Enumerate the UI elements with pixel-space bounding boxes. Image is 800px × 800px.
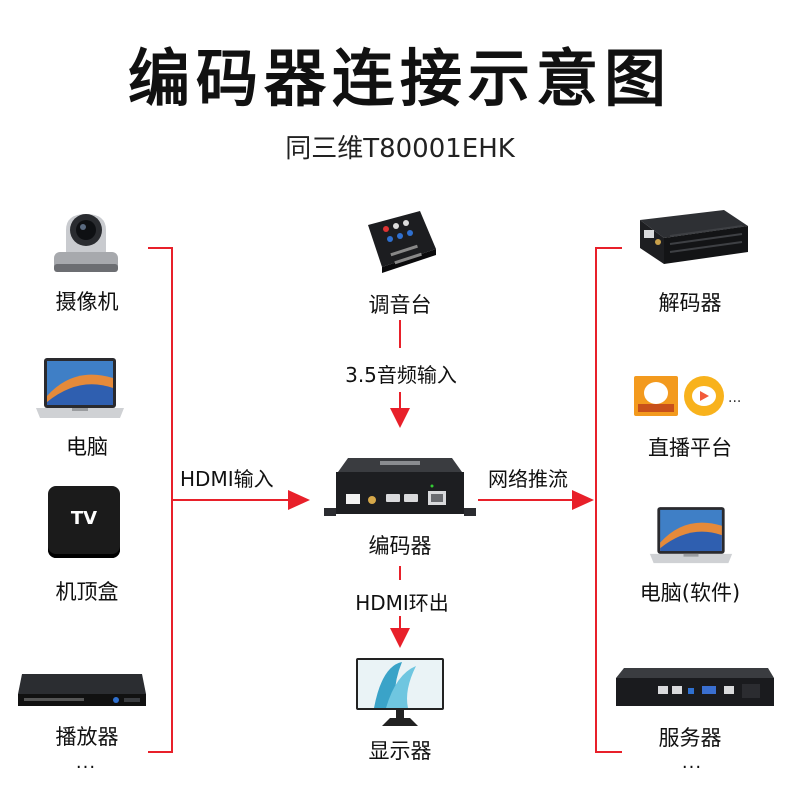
hdmi-input-label: HDMI输入: [178, 463, 276, 492]
loop-arrow-head: [390, 628, 410, 648]
inputs-more: ...: [75, 752, 97, 773]
dvd-player-icon: [18, 674, 146, 706]
laptop-icon: [36, 358, 124, 418]
left-bracket-line: [148, 247, 173, 753]
tv-box-icon: TV: [48, 486, 120, 558]
laptop-software-icon: [649, 507, 733, 564]
output-label-computer-software: 电脑(软件): [639, 581, 741, 605]
encoder-label: 编码器: [368, 534, 432, 558]
model-subtitle: 同三维T80001EHK: [285, 134, 515, 164]
left-arrow-head: [288, 490, 310, 510]
audio-mixer-icon: [368, 211, 436, 273]
loop-connection-label: HDMI环出: [335, 587, 469, 616]
encoder-device-icon: [324, 458, 476, 516]
input-label-set-top-box: 机顶盒: [55, 580, 119, 604]
input-label-player: 播放器: [55, 725, 119, 749]
platform-logo-a: [634, 376, 678, 416]
network-stream-label: 网络推流: [486, 463, 570, 492]
output-label-live-platform: 直播平台: [648, 436, 732, 460]
platform-more: ...: [728, 390, 742, 406]
page-title: 编码器连接示意图: [127, 42, 672, 115]
ptz-camera-icon: [54, 214, 118, 272]
right-bracket-line: [595, 247, 622, 753]
rack-server-icon: [616, 668, 774, 706]
input-label-camera: 摄像机: [55, 290, 119, 314]
output-label-server: 服务器: [658, 726, 722, 750]
output-label-decoder: 解码器: [658, 291, 722, 315]
monitor-label: 显示器: [368, 739, 432, 763]
mixer-label: 调音台: [368, 293, 432, 317]
audio-arrow-head: [390, 408, 410, 428]
right-arrow-head: [572, 490, 594, 510]
platform-logo-b: [684, 376, 724, 416]
outputs-more: ...: [681, 752, 703, 773]
input-label-computer: 电脑: [66, 435, 108, 459]
audio-connection-label: 3.5音频输入: [334, 359, 468, 388]
decoder-icon: [640, 210, 748, 264]
tv-box-text: TV: [70, 508, 98, 529]
monitor-icon: [356, 658, 444, 726]
live-platform-logos-icon: ...: [634, 376, 742, 416]
